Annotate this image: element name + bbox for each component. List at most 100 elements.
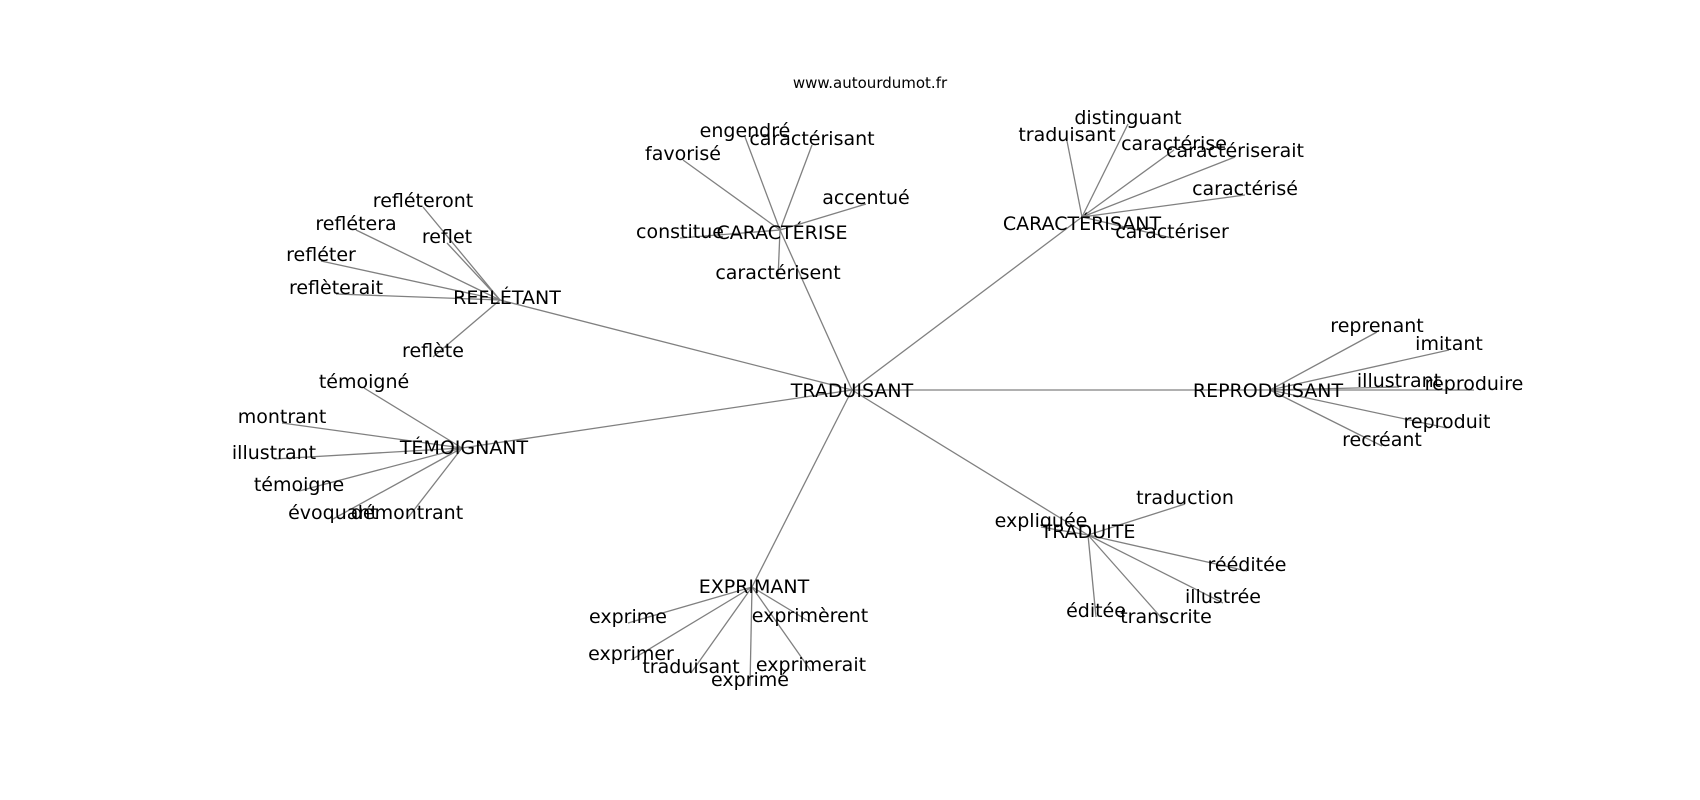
edge-caracterise-caracterisent (777, 229, 781, 280)
edge-traduite-traduction (1087, 503, 1186, 536)
edge-refletant-reflete (432, 299, 501, 358)
node-leaf-caracterise-constitue: constitue (636, 221, 724, 243)
node-hub-temoignant: TÉMOIGNANT (399, 436, 529, 459)
edge-caracterisant-caracterise (1081, 194, 1246, 218)
edge-caracterise-engendre (744, 136, 781, 231)
node-leaf-caracterisant-caracteriser: caractériser (1115, 221, 1229, 243)
node-leaf-caracterisant-caracteriserait: caractériserait (1166, 140, 1304, 162)
node-hub-caracterisant: CARACTÉRISANT (1003, 212, 1162, 235)
edge-temoignant-temoigne (298, 447, 463, 492)
edge-reproduisant-reprenant (1269, 331, 1378, 391)
edge-refletant-refleterait (335, 293, 501, 301)
graph-labels: TRADUISANT CARACTÉRISE engendrécaractérisa… (232, 107, 1523, 691)
node-leaf-refletant-refleterait: reflèterait (289, 277, 383, 299)
edge-center-temoignant (461, 389, 853, 449)
node-center-traduisant: TRADUISANT (790, 380, 914, 402)
node-leaf-temoignant-montrant: montrant (238, 406, 327, 428)
edge-temoignant-evoquant (332, 447, 463, 520)
node-leaf-refletant-refleteront: refléteront (373, 190, 473, 212)
edge-temoignant-illustrant (273, 447, 463, 460)
edge-caracterise-accentue (779, 203, 867, 231)
node-leaf-traduite-editee: éditée (1066, 600, 1126, 622)
node-leaf-caracterisant-caracterise: caractérise (1121, 133, 1227, 155)
edge-center-exprimant (751, 389, 853, 588)
edge-exprimant-traduisant (690, 586, 753, 674)
node-leaf-reproduisant-recreant: recréant (1342, 429, 1422, 451)
edge-traduite-illustree (1087, 534, 1224, 604)
node-leaf-exprimant-exprimer: exprimer (588, 643, 674, 665)
node-leaf-refletant-reflete: reflète (402, 340, 464, 362)
edge-exprimant-exprimerent (751, 586, 811, 623)
edge-traduite-reeditee (1087, 534, 1248, 572)
node-hub-refletant: REFLÉTANT (453, 286, 561, 309)
node-leaf-exprimant-exprime: exprimé (711, 669, 789, 691)
node-leaf-caracterise-caracterisant: caractérisant (749, 128, 874, 150)
node-leaf-traduite-traduction: traduction (1136, 487, 1234, 509)
edge-center-caracterisant (851, 216, 1083, 391)
node-leaf-caracterisant-caracterise: caractérisé (1192, 178, 1298, 200)
node-leaf-traduite-reeditee: rééditée (1208, 554, 1287, 576)
node-leaf-traduite-expliquee: expliquée (995, 510, 1088, 532)
node-hub-reproduisant: REPRODUISANT (1193, 380, 1344, 402)
node-leaf-caracterise-accentue: accentué (822, 187, 909, 209)
edge-caracterisant-caracteriser (1081, 216, 1173, 239)
edge-center-refletant (499, 299, 853, 391)
node-leaf-reproduisant-imitant: imitant (1415, 333, 1483, 355)
node-leaf-caracterisant-traduisant: traduisant (1018, 124, 1115, 146)
edge-reproduisant-recreant (1269, 389, 1383, 447)
edge-caracterisant-traduisant (1066, 140, 1083, 218)
node-leaf-refletant-refletera: reflétera (315, 213, 396, 235)
edge-traduite-expliquee (1040, 526, 1089, 536)
edge-refletant-refletera (355, 229, 501, 301)
edge-exprimant-exprimer (630, 586, 753, 661)
node-hub-caracterise: CARACTÉRISE (716, 221, 847, 244)
node-leaf-temoignant-temoigne: témoigne (254, 474, 344, 496)
edge-exprimant-exprime (627, 586, 753, 624)
node-leaf-caracterise-favorise: favorisé (645, 143, 721, 165)
node-leaf-exprimant-exprimerait: exprimerait (756, 654, 866, 676)
edge-refletant-reflet (446, 242, 501, 301)
node-leaf-traduite-illustree: illustrée (1185, 586, 1261, 608)
node-leaf-caracterisant-distinguant: distinguant (1074, 107, 1181, 129)
edge-traduite-editee (1087, 534, 1097, 618)
edge-exprimant-exprimerait (751, 586, 812, 672)
edge-center-caracterise (779, 229, 853, 391)
edge-temoignant-montrant (281, 422, 463, 449)
node-leaf-exprimant-exprimerent: exprimèrent (752, 605, 869, 627)
node-hub-traduite: TRADUITE (1040, 521, 1136, 543)
graph-edges (273, 123, 1474, 687)
edge-caracterise-constitue (679, 229, 781, 239)
node-leaf-temoignant-temoigne: témoigné (319, 371, 409, 393)
edge-caracterise-favorise (682, 159, 781, 231)
node-leaf-refletant-reflet: reflet (422, 226, 472, 248)
node-leaf-reproduisant-reprenant: reprenant (1330, 315, 1423, 337)
edge-refletant-refleteront (422, 206, 501, 301)
edge-exprimant-exprime (749, 586, 753, 687)
edge-refletant-refleter (320, 260, 501, 301)
edge-temoignant-temoigne (363, 387, 463, 449)
node-leaf-reproduisant-reproduire: reproduire (1425, 373, 1524, 395)
edge-reproduisant-reproduit (1269, 389, 1448, 429)
edge-caracterisant-distinguant (1081, 123, 1129, 218)
node-leaf-exprimant-exprime: exprime (589, 606, 667, 628)
edge-reproduisant-imitant (1269, 349, 1450, 391)
edge-traduite-transcrite (1087, 534, 1167, 624)
node-leaf-exprimant-traduisant: traduisant (642, 656, 739, 678)
node-leaf-caracterise-engendre: engendré (700, 120, 791, 142)
node-leaf-traduite-transcrite: transcrite (1120, 606, 1212, 628)
node-hub-exprimant: EXPRIMANT (699, 576, 810, 598)
node-leaf-temoignant-illustrant: illustrant (232, 442, 316, 464)
node-leaf-refletant-refleter: refléter (286, 244, 356, 266)
node-leaf-temoignant-demontrant: démontrant (351, 502, 463, 524)
edge-center-traduite (851, 389, 1089, 536)
node-leaf-caracterise-caracterisent: caractérisent (715, 262, 840, 284)
node-leaf-reproduisant-reproduit: reproduit (1404, 411, 1491, 433)
edge-caracterisant-caracterise (1081, 149, 1175, 218)
edge-temoignant-demontrant (406, 447, 463, 520)
node-leaf-temoignant-evoquant: évoquant (288, 502, 378, 524)
edge-caracterisant-caracteriserait (1081, 156, 1236, 218)
node-leaf-reproduisant-illustrant: illustrant (1357, 370, 1441, 392)
source-watermark: www.autourdumot.fr (793, 74, 948, 92)
edge-caracterise-caracterisant (779, 144, 813, 231)
